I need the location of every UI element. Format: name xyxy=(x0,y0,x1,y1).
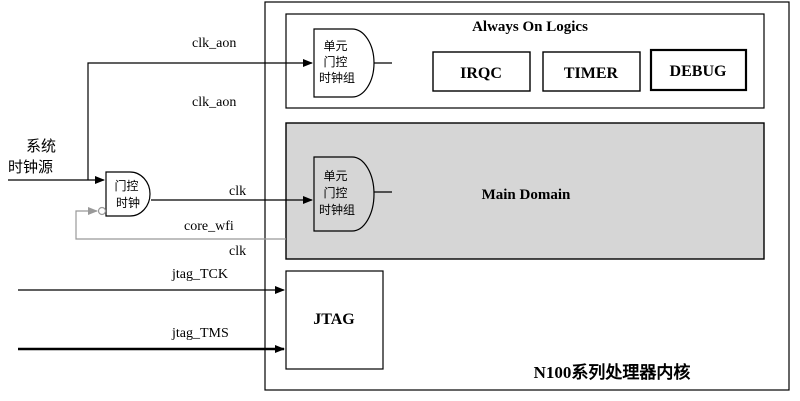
clk-aon-top-label: clk_aon xyxy=(192,36,236,51)
main-gate-line-3: 时钟组 xyxy=(319,202,355,217)
debug-block xyxy=(649,48,748,92)
jtag-title: JTAG xyxy=(313,311,355,328)
always-on-gate-cell xyxy=(313,28,375,98)
timer-block xyxy=(542,51,641,92)
clock-source-line-2: 时钟源 xyxy=(8,159,53,176)
always-on-gate-line-2: 门控 xyxy=(323,54,347,69)
jtag-box xyxy=(285,270,384,370)
core-label: N100系列处理器内核 xyxy=(534,362,691,382)
timer-label: TIMER xyxy=(564,65,619,82)
clk-aon-wire xyxy=(87,59,313,180)
svg-text:单元 门控 时钟组: 单元 门控 时钟组 xyxy=(319,39,355,85)
core-boundary xyxy=(264,1,790,391)
jtag-tck-label: jtag_TCK xyxy=(171,267,228,282)
core-wfi-label: core_wfi xyxy=(184,219,234,234)
main-gate-line-1: 单元 xyxy=(323,169,347,183)
always-on-title: Always On Logics xyxy=(472,19,588,35)
gate-inverted-input xyxy=(97,206,107,216)
svg-text:门控 时钟: 门控 时钟 xyxy=(114,178,141,210)
irqc-label: IRQC xyxy=(460,65,502,82)
clock-gate-line-1: 门控 xyxy=(114,178,138,193)
main-gate-line-2: 门控 xyxy=(323,185,347,200)
svg-text:单元 门控 时钟组: 单元 门控 时钟组 xyxy=(319,169,355,217)
clock-gate xyxy=(105,171,151,217)
clk-below-label: clk xyxy=(229,244,246,259)
core-wfi-feedback xyxy=(75,207,286,240)
irqc-block xyxy=(432,51,531,92)
debug-label: DEBUG xyxy=(670,63,727,80)
clock-source-line-1: 系统 xyxy=(26,138,56,155)
always-on-gate-line-3: 时钟组 xyxy=(319,70,355,85)
jtag-tms-label: jtag_TMS xyxy=(171,326,229,341)
clk-main-label: clk xyxy=(229,184,246,199)
svg-text:系统 时钟源: 系统 时钟源 xyxy=(8,138,60,176)
always-on-gate-line-1: 单元 xyxy=(323,39,347,53)
clk-aon-bottom-label: clk_aon xyxy=(192,95,236,110)
clock-gate-line-2: 时钟 xyxy=(116,195,140,210)
main-domain-title: Main Domain xyxy=(482,187,571,203)
main-gate-cell xyxy=(313,156,375,232)
